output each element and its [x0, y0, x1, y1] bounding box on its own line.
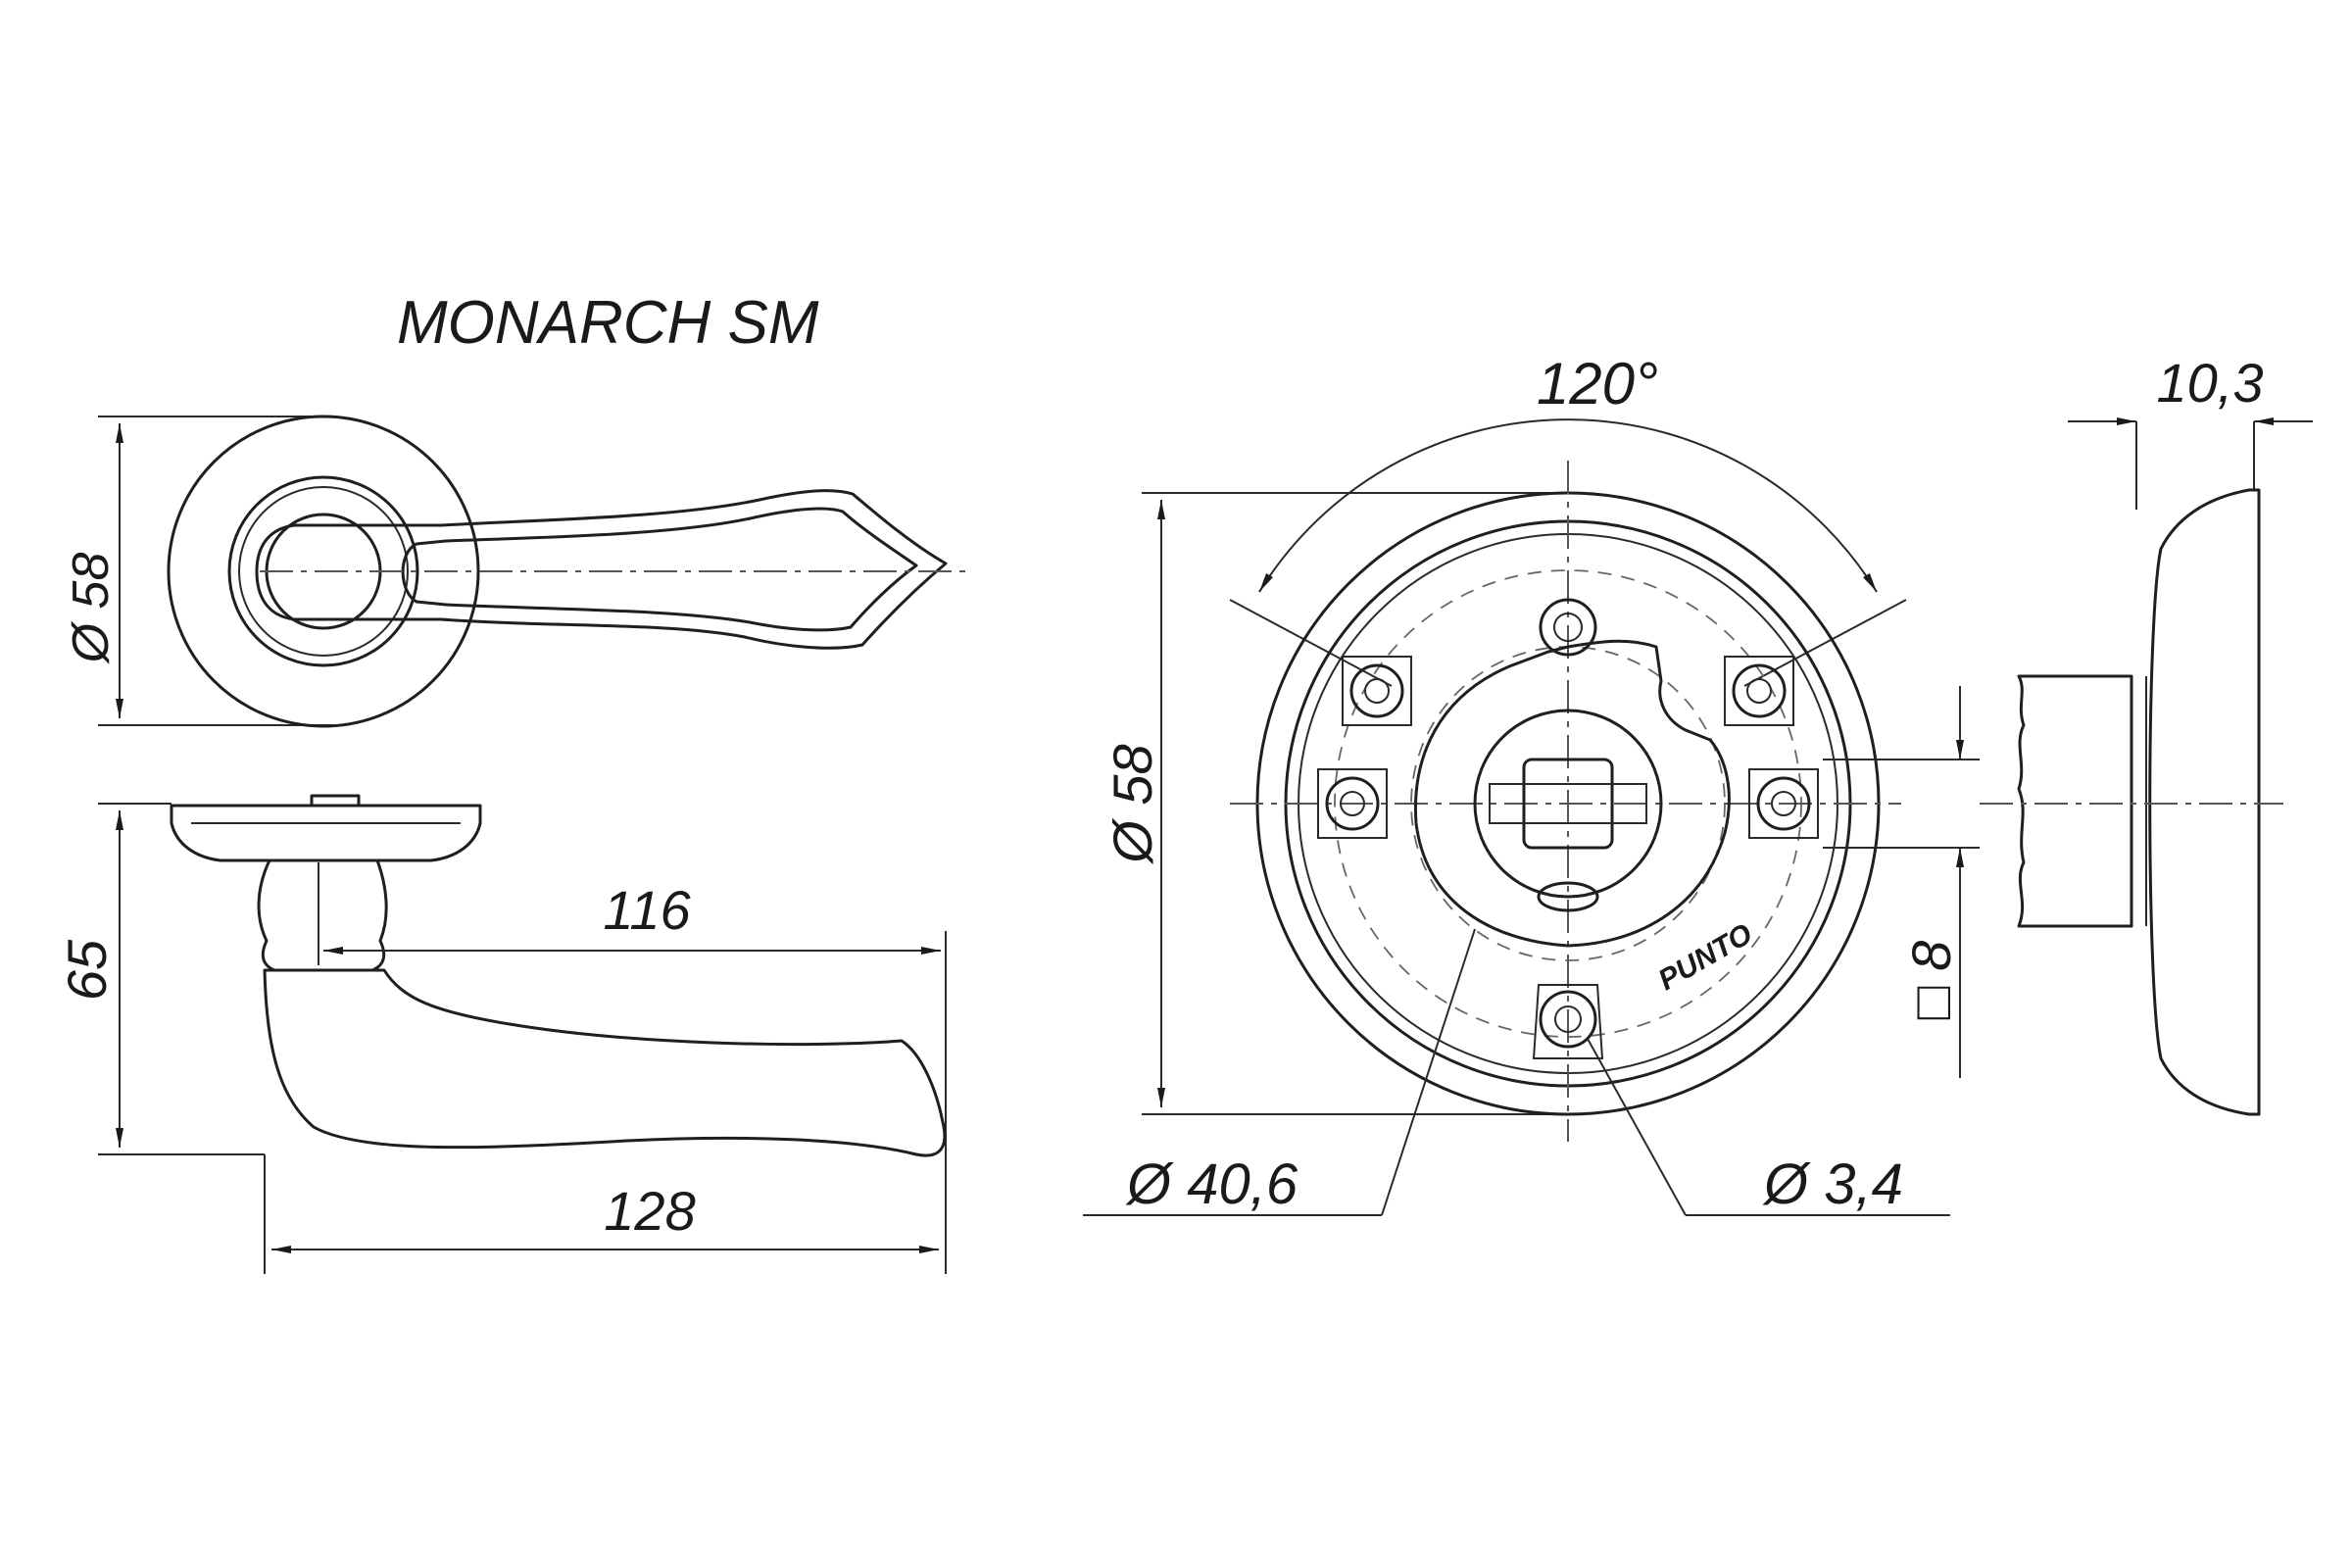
- rose-section-profile: [2148, 488, 2261, 1116]
- front-view: Ø 58 120°: [1083, 351, 1980, 1216]
- mounting-boss-1: [1342, 656, 1412, 726]
- mounting-boss-3: [1317, 768, 1388, 839]
- angle-arc-120: [1258, 418, 1878, 593]
- rose-outer-circle: [167, 415, 480, 728]
- mounting-boss-2: [1724, 656, 1794, 726]
- lever-side-outline: [263, 968, 947, 1157]
- brand-mark: PUNTO: [1653, 917, 1758, 997]
- lever-top-outline: [255, 489, 948, 650]
- spring-cam-plate: [1413, 639, 1731, 948]
- side-section-view: 10,3: [1980, 352, 2313, 1116]
- dim-label-rose-diameter-top: Ø 58: [63, 553, 120, 665]
- rose-middle-circle: [227, 475, 419, 667]
- dim-label-height: 65: [56, 939, 118, 1001]
- dim-label-thickness: 10,3: [2157, 352, 2264, 414]
- model-title: MONARCH SM: [397, 289, 819, 357]
- mounting-boss-4: [1748, 768, 1819, 839]
- lever-neck: [257, 858, 388, 972]
- dim-label-inner-diameter: Ø 40,6: [1125, 1152, 1298, 1216]
- lever-top-inner-outline: [401, 507, 918, 632]
- spring-pin: [1539, 598, 1597, 657]
- side-view: 116 65 128: [56, 794, 947, 1274]
- screw-hole-bottom: [1532, 984, 1604, 1059]
- dim-label-screw-hole: Ø 3,4: [1762, 1152, 1903, 1216]
- spindle-hole: [1522, 758, 1614, 850]
- spindle-section: [2017, 674, 2133, 928]
- dim-label-total-length: 128: [604, 1180, 695, 1242]
- top-view: Ø 58: [63, 415, 965, 728]
- dim-label-rose-diameter-front: Ø 58: [1102, 744, 1163, 864]
- dim-label-square-spindle: □ 8: [1900, 941, 1962, 1020]
- rose-side-profile: [170, 804, 482, 862]
- dim-label-angle: 120°: [1537, 351, 1658, 416]
- dim-label-handle-reach: 116: [603, 879, 691, 941]
